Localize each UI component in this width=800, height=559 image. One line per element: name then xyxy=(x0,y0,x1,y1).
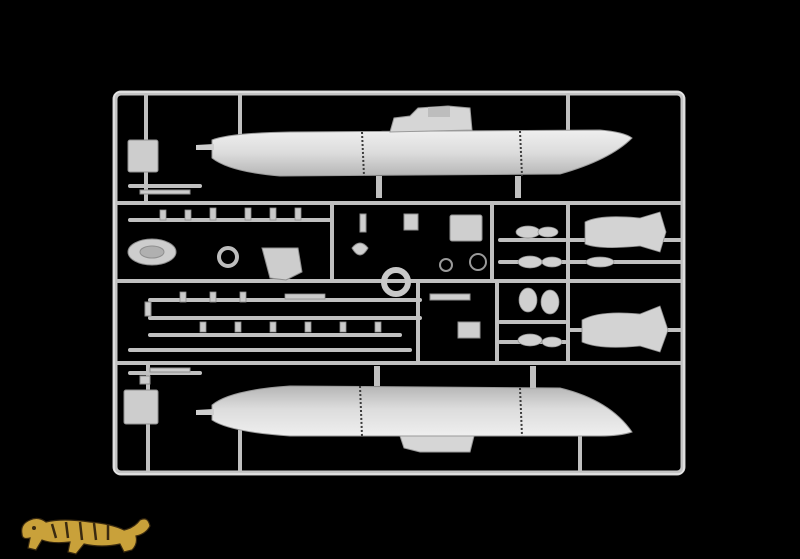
submarine-hull-upper xyxy=(196,105,633,198)
crew-figure xyxy=(581,211,669,353)
tiger-logo-icon xyxy=(21,517,151,555)
sprue-frame xyxy=(112,90,686,476)
submarine-hull-lower xyxy=(196,366,633,453)
small-parts-left xyxy=(123,139,303,425)
small-parts-runners xyxy=(159,207,382,333)
crew-small-figures xyxy=(515,225,615,348)
sprue-frame-highlight xyxy=(113,91,685,475)
sprue-ring-hub xyxy=(381,267,411,297)
small-parts-center xyxy=(351,213,487,339)
